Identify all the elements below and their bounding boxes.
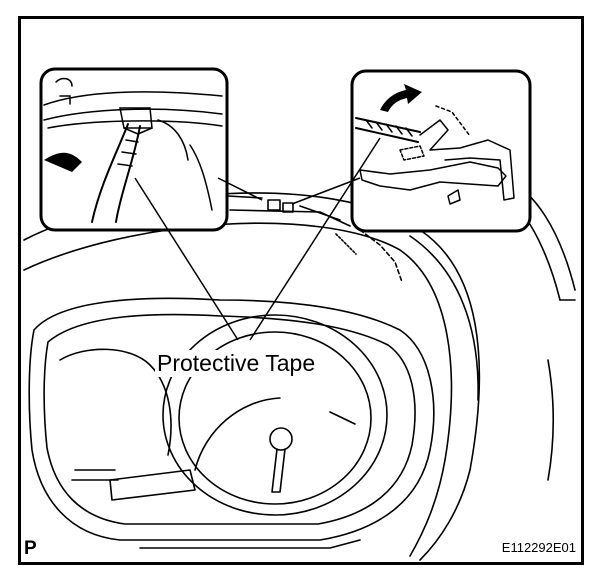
speedometer-ring-inner <box>178 331 372 505</box>
cluster-housing-inner-arc <box>23 222 453 557</box>
figure-id: E112292E01 <box>501 540 576 555</box>
needle-hub <box>269 427 293 451</box>
tool-handle <box>91 123 141 223</box>
speedometer-ring-outer <box>162 314 388 516</box>
speedometer-needle <box>271 448 286 493</box>
leader-inset-left-to-housing <box>217 177 263 201</box>
detail-inset-clip-release <box>350 69 532 233</box>
curved-arrow-icon <box>380 84 422 112</box>
leader-line-left <box>134 177 239 341</box>
corner-letter: P <box>24 538 37 559</box>
leader-line-right <box>249 137 381 341</box>
leader-inset-right-to-housing <box>291 177 361 205</box>
meter-bezel-outer <box>28 297 435 541</box>
protective-tape-mark-left <box>267 199 281 211</box>
protective-tape-label: Protective Tape <box>155 350 318 377</box>
detail-inset-tape-application <box>39 67 229 232</box>
protective-tape-mark-right <box>282 202 294 213</box>
